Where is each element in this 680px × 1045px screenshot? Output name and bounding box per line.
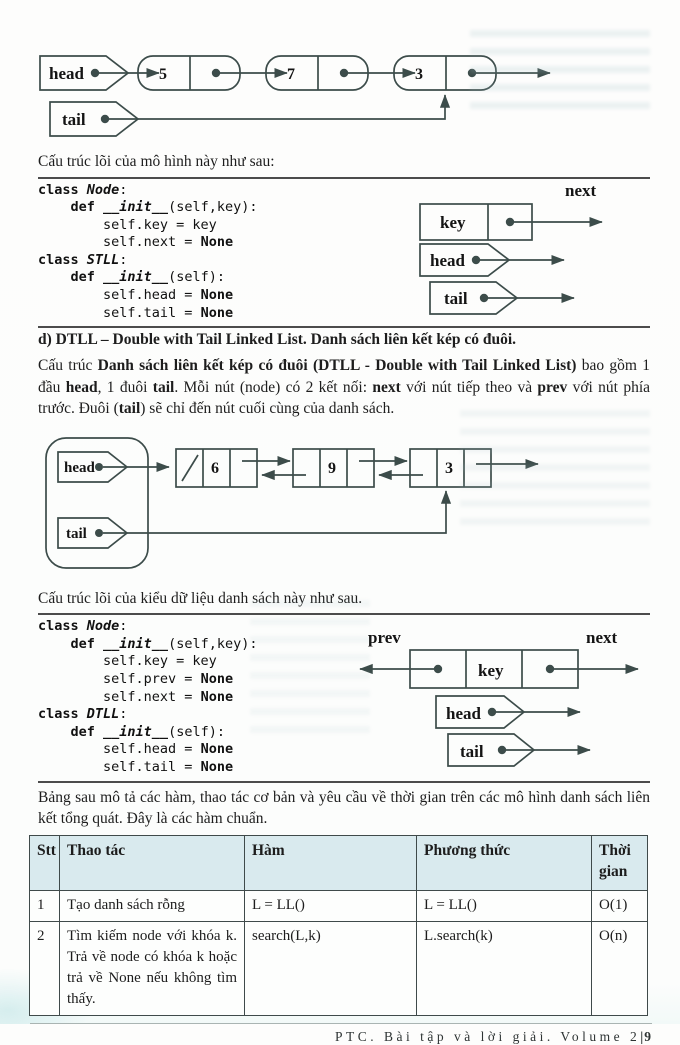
- table-row: 2 Tìm kiếm node với khóa k. Trả về node …: [29, 920, 648, 1016]
- tail-pointer: [429, 280, 575, 315]
- footer-text: PTC. Bài tập và lời giải. Volume 2: [335, 1028, 641, 1044]
- functions-table: Stt Thao tác Hàm Phương thức Thời gian 1…: [29, 834, 648, 1016]
- list-node: [261, 447, 408, 488]
- head-pointer: [435, 695, 581, 730]
- dtll-description: Cấu trúc Danh sách liên kết kép có đuôi …: [38, 357, 651, 418]
- cell-ham: search(L,k): [244, 920, 417, 1016]
- node-key: 9: [328, 460, 336, 477]
- table-intro-text: Bảng sau mô tả các hàm, thao tác cơ bản …: [38, 788, 650, 828]
- tail-label: tail: [460, 742, 484, 761]
- tail-pointer: [49, 94, 451, 137]
- cell-thoi-gian: O(1): [591, 889, 648, 922]
- stll-list-diagram: head tail 5 7 3: [39, 55, 551, 137]
- cell-thoi-gian: O(n): [591, 920, 648, 1016]
- node-key: 7: [287, 66, 295, 83]
- stll-intro-text: Cấu trúc lõi của mô hình này như sau:: [38, 153, 275, 170]
- next-label: next: [565, 182, 597, 200]
- stll-node-diagram: next key head tail: [419, 182, 603, 315]
- next-label: next: [586, 628, 618, 647]
- key-label: key: [440, 213, 466, 232]
- section-heading-dtll: d) DTLL – Double with Tail Linked List. …: [38, 331, 517, 349]
- cell-phuong-thuc: L = LL(): [416, 889, 592, 922]
- cell-stt: 1: [29, 889, 60, 922]
- tail-label: tail: [62, 110, 86, 129]
- head-pointer: [419, 242, 565, 277]
- prev-label: prev: [368, 628, 401, 647]
- tail-label: tail: [66, 526, 87, 542]
- list-node: [137, 55, 288, 91]
- head-pointer: [57, 450, 170, 483]
- cell-stt: 2: [29, 920, 60, 1016]
- table-row: 1 Tạo danh sách rỗng L = LL() L = LL() O…: [29, 889, 648, 922]
- dtll-node-diagram: prev next key head tail: [359, 628, 639, 768]
- node-cell: [359, 649, 639, 690]
- col-header-ham: Hàm: [244, 834, 417, 891]
- col-header-phuong-thuc: Phương thức: [416, 834, 592, 891]
- dtll-code: class Node: def __init__(self,key): self…: [38, 618, 258, 775]
- head-label: head: [49, 64, 85, 83]
- col-header-thao-tac: Thao tác: [59, 834, 245, 891]
- table-header-row: Stt Thao tác Hàm Phương thức Thời gian: [29, 834, 648, 891]
- page-footer: PTC. Bài tập và lời giải. Volume 2|9: [30, 1022, 652, 1045]
- head-label: head: [430, 251, 466, 270]
- node-key: 3: [415, 66, 423, 83]
- col-header-thoi-gian: Thời gian: [591, 834, 648, 891]
- list-node: [265, 55, 416, 91]
- cell-phuong-thuc: L.search(k): [416, 920, 592, 1016]
- head-pointer: [39, 55, 160, 91]
- node-key: 6: [211, 460, 219, 477]
- stll-code-block: class Node: def __init__(self,key): self…: [38, 176, 650, 329]
- head-label: head: [446, 704, 482, 723]
- list-node: [175, 447, 291, 488]
- pointer-container: [45, 436, 149, 569]
- tail-pointer: [447, 733, 591, 768]
- dtll-intro-text: Cấu trúc lõi của kiểu dữ liệu danh sách …: [38, 589, 363, 607]
- cell-thao-tac: Tìm kiếm node với khóa k. Trả về node có…: [59, 920, 245, 1016]
- node-cell: [419, 202, 603, 241]
- stll-code: class Node: def __init__(self,key): self…: [38, 181, 258, 321]
- cell-ham: L = LL(): [244, 889, 417, 922]
- tail-pointer: [57, 489, 452, 549]
- page-number: 9: [644, 1028, 652, 1044]
- node-key: 3: [445, 460, 453, 477]
- list-node: [378, 447, 539, 488]
- list-node: [393, 55, 551, 91]
- cell-thao-tac: Tạo danh sách rỗng: [59, 889, 245, 922]
- col-header-stt: Stt: [29, 834, 60, 891]
- dtll-list-diagram: head tail 6 9 3: [45, 436, 539, 569]
- head-label: head: [64, 460, 96, 476]
- tail-label: tail: [444, 289, 468, 308]
- key-label: key: [478, 661, 504, 680]
- dtll-code-block: class Node: def __init__(self,key): self…: [38, 613, 650, 783]
- node-key: 5: [159, 66, 167, 83]
